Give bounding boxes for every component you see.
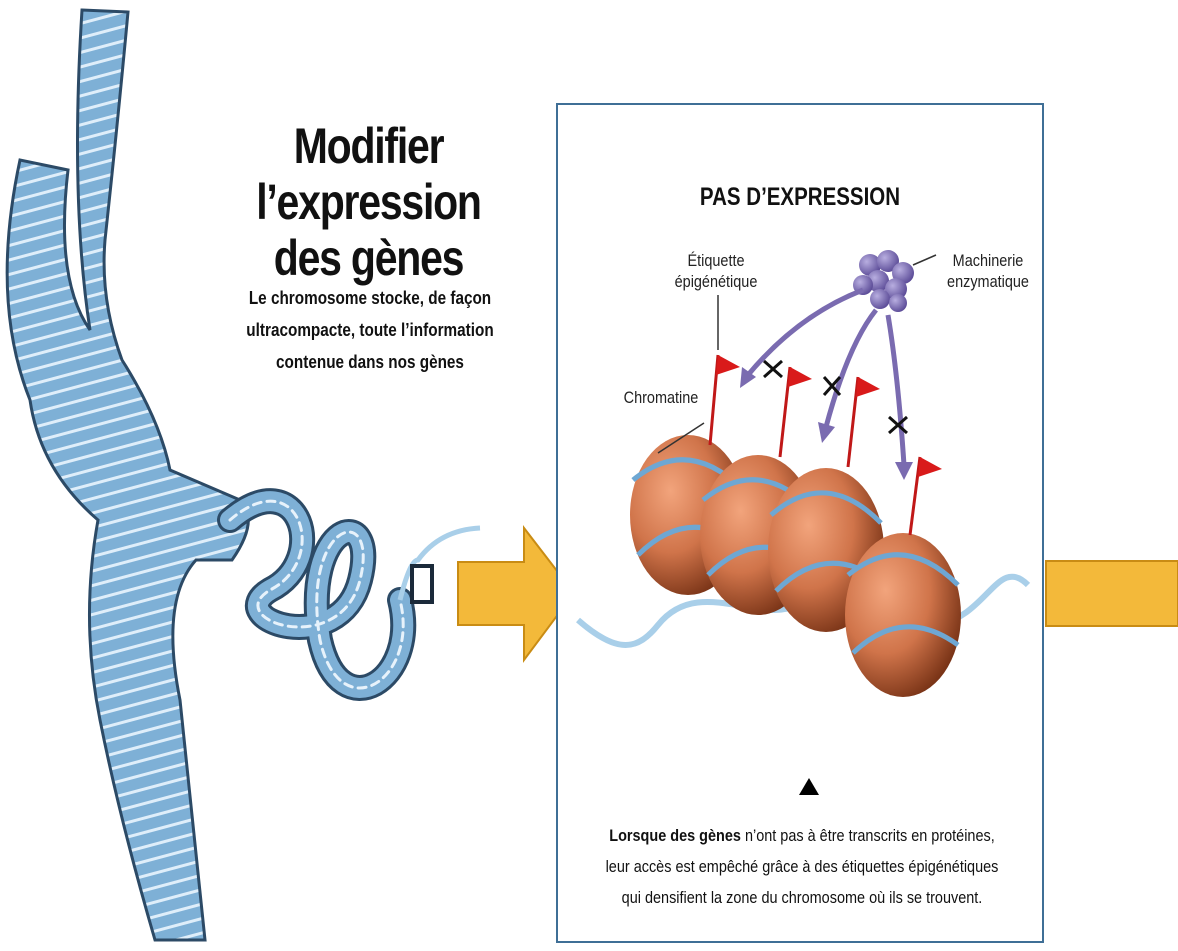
label-chromatine: Chromatine: [614, 387, 708, 408]
epigenetic-flag-icon: [910, 457, 942, 535]
panel-caption: Lorsque des gènes n’ont pas à être trans…: [603, 820, 1001, 913]
label-machinerie: Machinerie enzymatique: [944, 250, 1032, 292]
nucleosome-diagram: [558, 105, 1042, 941]
enzyme-machinery-icon: [853, 250, 914, 312]
label-etiquette: Étiquette épigénétique: [674, 250, 759, 292]
epigenetic-flag-icon: [710, 355, 740, 445]
arrow-right-icon: [1046, 561, 1178, 626]
no-expression-panel: PAS D’EXPRESSION: [556, 103, 1044, 943]
nucleosome: [845, 533, 961, 697]
epigenetic-flag-icon: [848, 377, 880, 467]
epigenetic-flag-icon: [780, 367, 812, 457]
subtitle: Le chromosome stocke, de façon ultracomp…: [242, 282, 499, 378]
page-title: Modifier l’expression des gènes: [227, 118, 510, 286]
triangle-up-icon: [799, 778, 819, 795]
